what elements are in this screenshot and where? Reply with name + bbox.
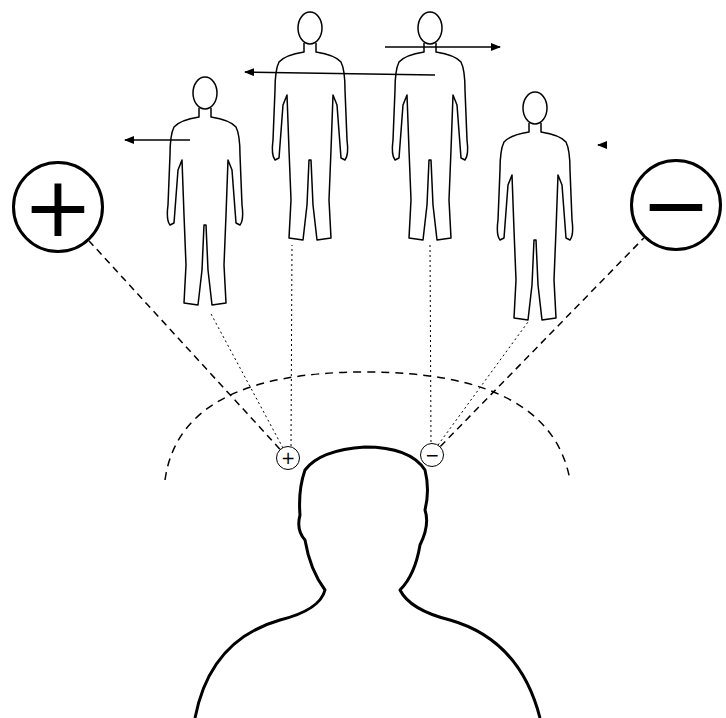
pole-circle: + <box>12 161 104 253</box>
pole-circle: − <box>630 159 722 251</box>
person-figures <box>167 12 572 320</box>
polarity-sign: + <box>23 165 93 249</box>
electrode-circle: + <box>276 446 300 470</box>
dashed-connector <box>89 241 280 449</box>
electrode-circle: − <box>420 443 444 467</box>
motion-arrows <box>125 47 606 145</box>
head-silhouette <box>195 447 540 718</box>
dashed-connector <box>440 238 643 446</box>
polarity-sign: − <box>425 447 439 464</box>
polarity-sign: − <box>641 163 711 247</box>
sight-lines <box>210 245 528 448</box>
polarity-sign: + <box>281 450 295 467</box>
field-arc <box>165 372 570 480</box>
